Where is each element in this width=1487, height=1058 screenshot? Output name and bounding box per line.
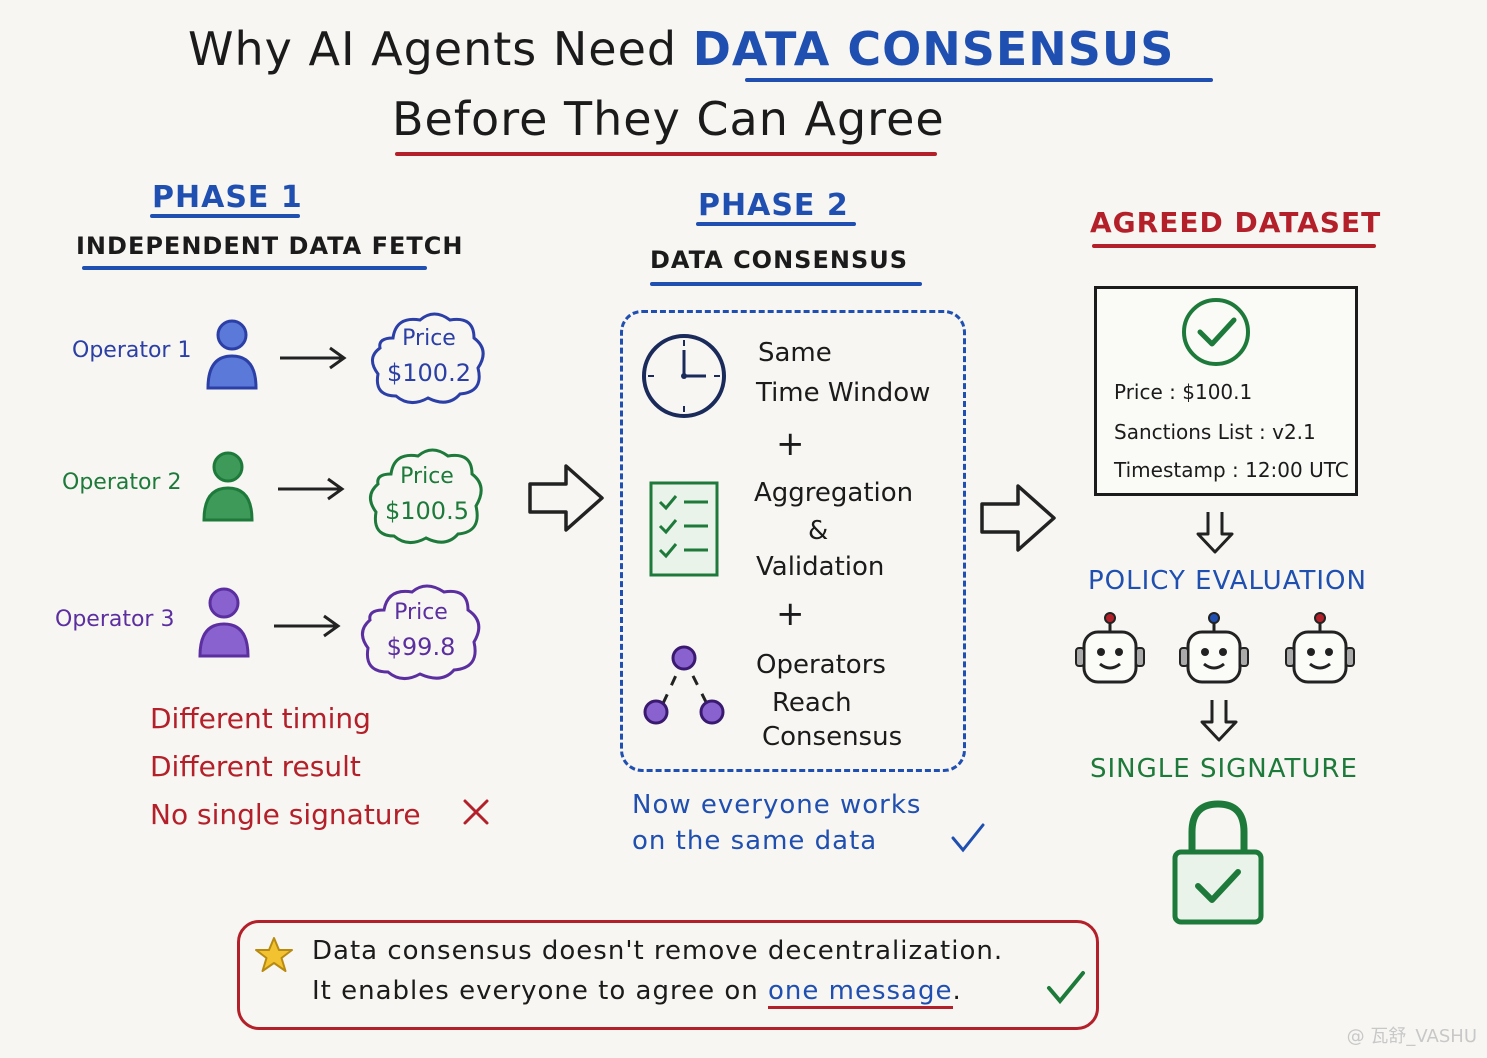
step-3-line-3: Consensus bbox=[762, 722, 903, 752]
dataset-sanctions-row: Sanctions List : v2.1 bbox=[1114, 420, 1316, 444]
phase2-subtitle-underline bbox=[650, 282, 922, 286]
operator-3-price-label: Price bbox=[394, 600, 448, 625]
flow-arrow-2-icon bbox=[980, 484, 1056, 552]
dataset-timestamp-label: Timestamp bbox=[1114, 458, 1226, 482]
phase2-note-line-2: on the same data bbox=[632, 826, 878, 856]
footer-line-2: It enables everyone to agree on one mess… bbox=[312, 976, 962, 1009]
robot-3-icon bbox=[1285, 612, 1355, 684]
step-3-line-2: Reach bbox=[772, 688, 852, 718]
operator-1-person-icon bbox=[206, 319, 258, 390]
footer-line-1: Data consensus doesn't remove decentrali… bbox=[312, 936, 1004, 966]
operator-1-price: Price $100.2 bbox=[374, 322, 484, 390]
agreed-heading-underline bbox=[1092, 244, 1376, 248]
operator-3-label: Operator 3 bbox=[55, 607, 175, 632]
operator-3-price-value: $99.8 bbox=[386, 633, 456, 661]
flow-arrow-1-icon bbox=[528, 464, 604, 532]
robot-1-icon bbox=[1075, 612, 1145, 684]
cross-icon bbox=[463, 799, 489, 825]
phase2-subtitle: DATA CONSENSUS bbox=[650, 246, 908, 274]
dataset-timestamp-value: 12:00 UTC bbox=[1245, 458, 1349, 482]
policy-evaluation-heading: POLICY EVALUATION bbox=[1088, 566, 1367, 596]
footer-callout bbox=[237, 920, 1099, 1030]
note-different-result: Different result bbox=[150, 750, 361, 783]
check-green-icon bbox=[1047, 971, 1085, 1005]
title-accent-underline bbox=[745, 78, 1213, 82]
robot-2-icon bbox=[1179, 612, 1249, 684]
note-no-single-signature: No single signature bbox=[150, 798, 421, 831]
footer-line-2-suffix: . bbox=[952, 976, 962, 1006]
agreed-dataset-box bbox=[1094, 286, 1358, 496]
step-2-line-3: Validation bbox=[756, 552, 885, 582]
dataset-price-row: Price : $100.1 bbox=[1114, 380, 1253, 404]
step-2-line-2: & bbox=[808, 516, 829, 546]
dataset-timestamp-row: Timestamp : 12:00 UTC bbox=[1114, 458, 1349, 482]
step-1-line-2: Time Window bbox=[756, 378, 931, 408]
note-different-timing: Different timing bbox=[150, 702, 371, 735]
phase1-heading: PHASE 1 bbox=[152, 180, 303, 215]
operator-2-label: Operator 2 bbox=[62, 470, 182, 495]
title-underline bbox=[395, 152, 937, 156]
down-arrow-2-icon bbox=[1200, 700, 1238, 742]
plus-2: + bbox=[776, 594, 805, 634]
operator-1-arrow-icon bbox=[280, 346, 347, 370]
operator-2-price: Price $100.5 bbox=[372, 460, 482, 528]
dataset-sanctions-value: v2.1 bbox=[1272, 420, 1316, 444]
phase2-note-line-1: Now everyone works bbox=[632, 790, 922, 820]
clock-icon bbox=[642, 334, 726, 418]
phase1-subtitle: INDEPENDENT DATA FETCH bbox=[76, 232, 464, 260]
title-accent: DATA CONSENSUS bbox=[692, 22, 1175, 76]
check-circle-icon bbox=[1182, 298, 1250, 366]
dataset-price-label: Price bbox=[1114, 380, 1163, 404]
operator-3-price: Price $99.8 bbox=[366, 596, 476, 664]
operator-2-price-label: Price bbox=[400, 464, 454, 489]
dataset-sanctions-label: Sanctions List bbox=[1114, 420, 1253, 444]
network-icon bbox=[643, 645, 725, 725]
operator-1-cloud-icon bbox=[371, 312, 485, 404]
operator-2-cloud-icon bbox=[369, 448, 483, 544]
down-arrow-1-icon bbox=[1196, 512, 1234, 554]
step-3-line-1: Operators bbox=[756, 650, 886, 680]
checklist-icon bbox=[649, 481, 719, 577]
title-line-2: Before They Can Agree bbox=[392, 92, 945, 146]
watermark: @ 瓦舒_VASHU bbox=[1346, 1026, 1477, 1047]
operator-2-price-value: $100.5 bbox=[385, 497, 469, 525]
operator-3-cloud-icon bbox=[361, 584, 481, 680]
operator-1-price-value: $100.2 bbox=[387, 359, 471, 387]
phase2-heading: PHASE 2 bbox=[698, 188, 849, 223]
operator-2-person-icon bbox=[202, 451, 254, 522]
agreed-dataset-heading: AGREED DATASET bbox=[1090, 206, 1382, 239]
operator-1-label: Operator 1 bbox=[72, 338, 192, 363]
title-plain: Why AI Agents Need bbox=[188, 22, 678, 76]
plus-1: + bbox=[776, 424, 805, 464]
footer-emphasis: one message bbox=[768, 976, 953, 1009]
single-signature-heading: SINGLE SIGNATURE bbox=[1090, 754, 1358, 784]
step-1-line-1: Same bbox=[758, 338, 832, 368]
operator-2-arrow-icon bbox=[278, 477, 345, 501]
operator-3-arrow-icon bbox=[274, 614, 341, 638]
step-2-line-1: Aggregation bbox=[754, 478, 914, 508]
phase1-heading-underline bbox=[150, 214, 300, 218]
phase2-dashed-box bbox=[620, 310, 966, 772]
title-line-1: Why AI Agents Need DATA CONSENSUS bbox=[188, 22, 1174, 76]
lock-icon bbox=[1172, 800, 1264, 925]
dataset-price-value: $100.1 bbox=[1182, 380, 1253, 404]
check-blue-icon bbox=[951, 823, 985, 853]
footer-line-2-prefix: It enables everyone to agree on bbox=[312, 976, 759, 1006]
operator-3-person-icon bbox=[198, 587, 250, 658]
phase1-subtitle-underline bbox=[82, 266, 427, 270]
phase2-heading-underline bbox=[696, 222, 856, 226]
operator-1-price-label: Price bbox=[402, 326, 456, 351]
star-icon bbox=[255, 937, 293, 972]
